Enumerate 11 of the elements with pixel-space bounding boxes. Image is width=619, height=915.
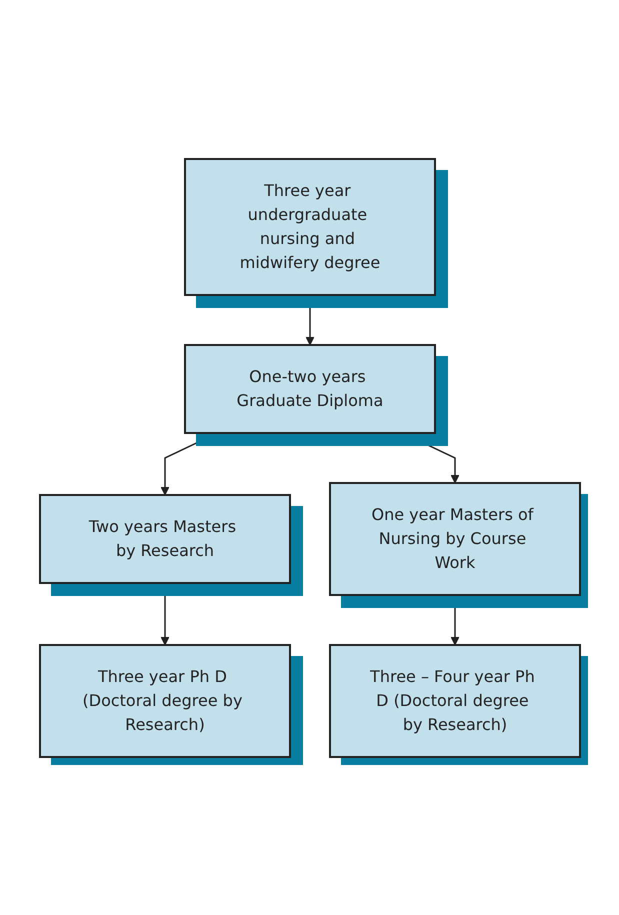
node-box: Three year undergraduate nursing and midwifery degree xyxy=(184,158,436,296)
arrow xyxy=(160,582,169,645)
node-box: Three year Ph D (Doctoral degree by Research) xyxy=(38,644,290,758)
node-box: One year Masters of Nursing by Course Work xyxy=(328,482,580,596)
node-box: One-two years Graduate Diploma xyxy=(184,344,436,434)
arrow xyxy=(305,294,314,345)
node-box: Three – Four year Ph D (Doctoral degree by Research) xyxy=(328,644,580,758)
arrow xyxy=(402,432,459,483)
arrow xyxy=(450,594,459,645)
arrow xyxy=(160,432,218,495)
node-box: Two years Masters by Research xyxy=(38,494,290,584)
